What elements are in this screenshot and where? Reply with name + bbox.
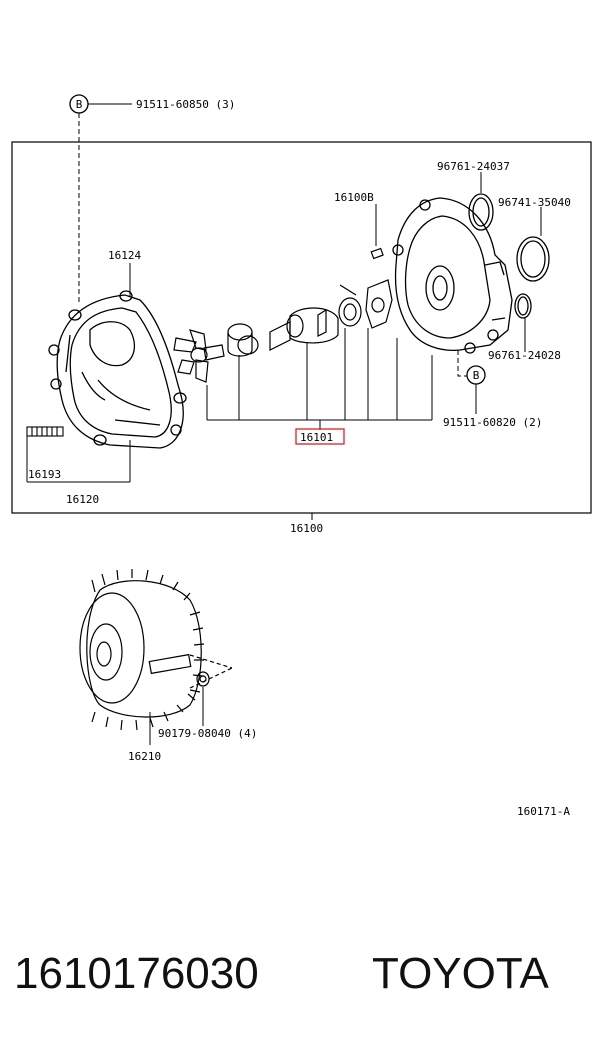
label-16210: 16210 — [128, 750, 161, 763]
label-90179-08040: 90179-08040 (4) — [158, 727, 257, 740]
footer-brand: TOYOTA — [372, 949, 549, 998]
fan-coupling-drawing — [79, 569, 233, 731]
label-96741-35040: 96741-35040 — [498, 196, 571, 209]
callout-b-lower-letter: B — [473, 369, 480, 382]
diagram-id: 160171-A — [517, 805, 570, 818]
oring-drawing — [516, 236, 550, 282]
callout-b-lower — [466, 365, 486, 385]
assembly-frame — [11, 141, 592, 514]
label-16120: 16120 — [66, 493, 99, 506]
gasket-2-drawing — [514, 293, 532, 319]
nut-drawing — [196, 671, 210, 687]
seal-drawing — [227, 323, 259, 357]
seal-ring-drawing — [338, 284, 362, 327]
flange-drawing — [365, 279, 393, 329]
label-96761-24028: 96761-24028 — [488, 349, 561, 362]
label-16101: 16101 — [300, 431, 333, 444]
label-top-bolt: 91511-60850 (3) — [136, 98, 235, 111]
svg-text:B: B — [76, 98, 83, 111]
leader-lines — [26, 172, 542, 520]
label-16100b: 16100B — [334, 191, 374, 204]
pump-body-drawing — [392, 197, 513, 354]
leader-lines-lower — [149, 687, 204, 745]
label-16193: 16193 — [28, 468, 61, 481]
label-16124: 16124 — [108, 249, 141, 262]
footer-part-number: 1610176030 — [14, 949, 259, 998]
impeller-drawing — [173, 329, 225, 383]
label-96761-24037: 96761-24037 — [437, 160, 510, 173]
callout-b-top: B 91511-60850 (3) — [69, 94, 235, 305]
label-lower-bolt: 91511-60820 (2) — [443, 416, 542, 429]
gasket-1-drawing — [468, 193, 494, 231]
shaft-bearing-drawing — [269, 307, 339, 351]
key-drawing — [370, 247, 384, 260]
label-16100: 16100 — [290, 522, 323, 535]
stud-drawing — [26, 426, 64, 437]
pump-housing-drawing — [48, 290, 187, 449]
highlight-16101 — [295, 428, 345, 445]
